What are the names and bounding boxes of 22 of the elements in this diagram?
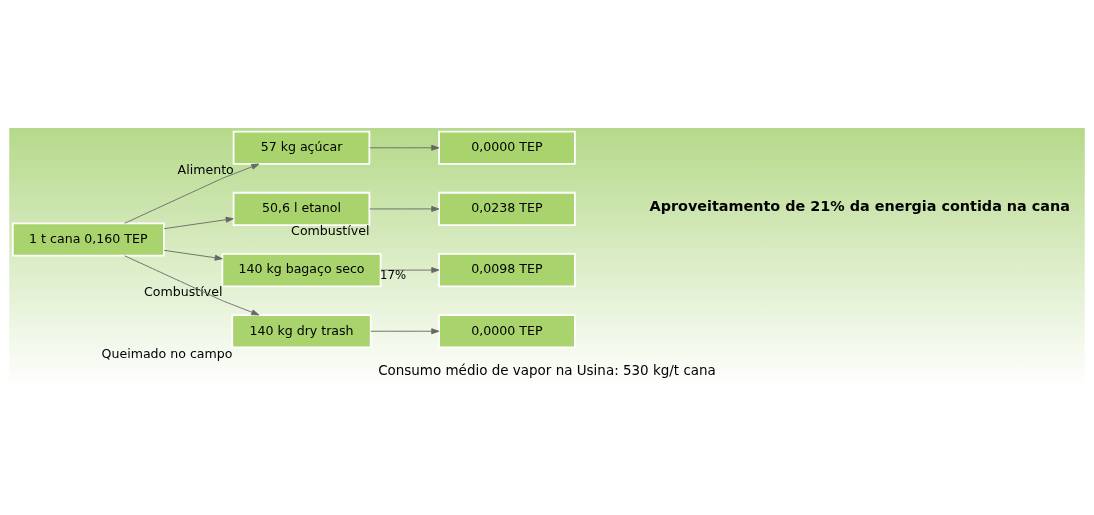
node-box: 140 kg dry trash (231, 314, 372, 349)
arrow (369, 144, 440, 151)
caption: Consumo médio de vapor na Usina: 530 kg/t cana (378, 362, 716, 379)
node-box: 0,0098 TEP (438, 253, 576, 288)
edge-label: 17% (380, 268, 407, 283)
node-box: 1 t cana 0,160 TEP (11, 222, 165, 257)
arrow (370, 328, 440, 335)
node-box: 0,0000 TEP (438, 130, 576, 165)
arrow (380, 267, 440, 274)
node-box: 57 kg açúcar (232, 130, 371, 165)
node-box: 140 kg bagaço seco (221, 253, 382, 288)
node-box: 0,0238 TEP (438, 191, 576, 227)
node-label: Queimado no campo (101, 345, 233, 361)
label: Aproveitamento de 21% da energia contida na cana (649, 198, 1070, 215)
node-label: Combustível (144, 284, 223, 300)
node-box: 0,0000 TEP (438, 314, 576, 349)
node-label: Alimento (177, 162, 234, 178)
arrow (124, 255, 260, 316)
arrow (163, 216, 234, 230)
arrow (369, 205, 440, 212)
arrow (124, 163, 260, 224)
arrow (163, 249, 223, 261)
